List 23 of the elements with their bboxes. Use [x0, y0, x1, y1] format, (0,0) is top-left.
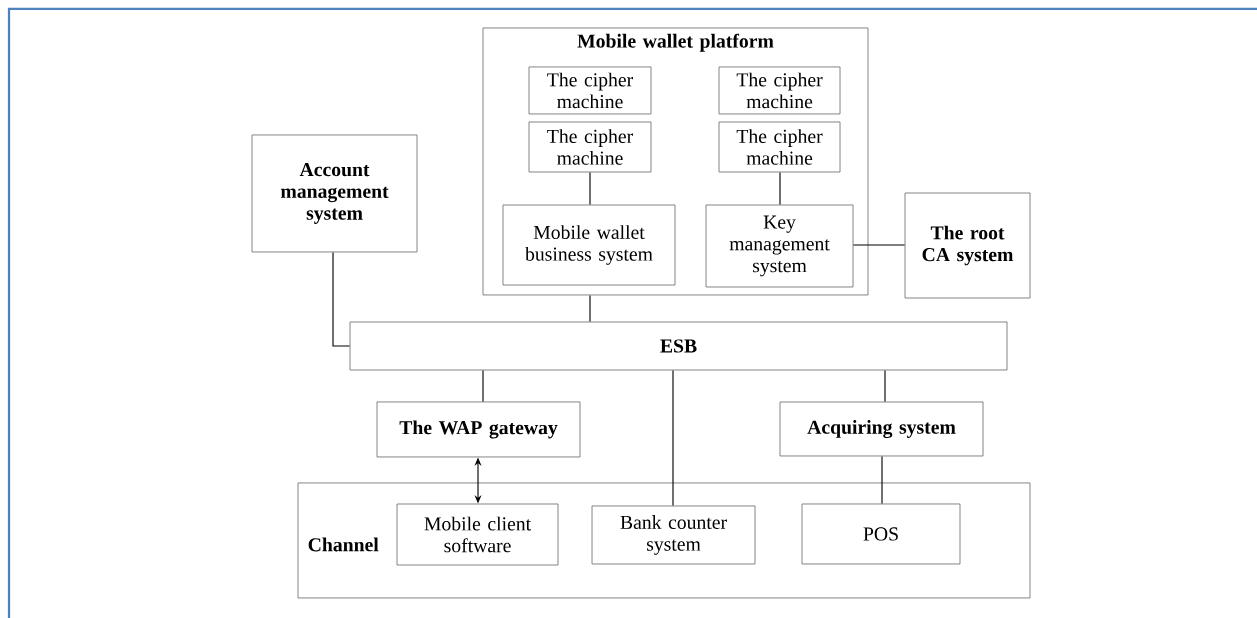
gateway-box: The WAP gateway: [376, 401, 581, 458]
bus-box: ESB: [349, 321, 1008, 371]
connector-line: [884, 369, 886, 403]
connector-line: [589, 171, 591, 206]
connector-line: [881, 455, 883, 505]
cipher-machine-box: The cipher machine: [718, 121, 841, 173]
system-box: Mobile wallet business system: [502, 204, 676, 286]
system-box: Bank counter system: [591, 505, 756, 565]
system-box: Acquiring system: [779, 401, 984, 457]
cipher-machine-box: The cipher machine: [528, 121, 652, 173]
cipher-machine-box: The cipher machine: [718, 66, 841, 115]
connector-line: [332, 251, 351, 347]
connector-line: [852, 244, 906, 246]
connector-line: [482, 369, 484, 403]
software-box: Mobile client software: [396, 503, 559, 566]
system-box: Account management system: [251, 134, 418, 253]
system-box: The root CA system: [904, 192, 1031, 299]
terminal-box: POS: [801, 503, 961, 565]
cipher-machine-box: The cipher machine: [528, 66, 652, 115]
connector-line: [589, 294, 591, 323]
connector-line: [672, 369, 674, 507]
system-box: Key management system: [705, 204, 854, 288]
connector-line: [779, 171, 781, 206]
